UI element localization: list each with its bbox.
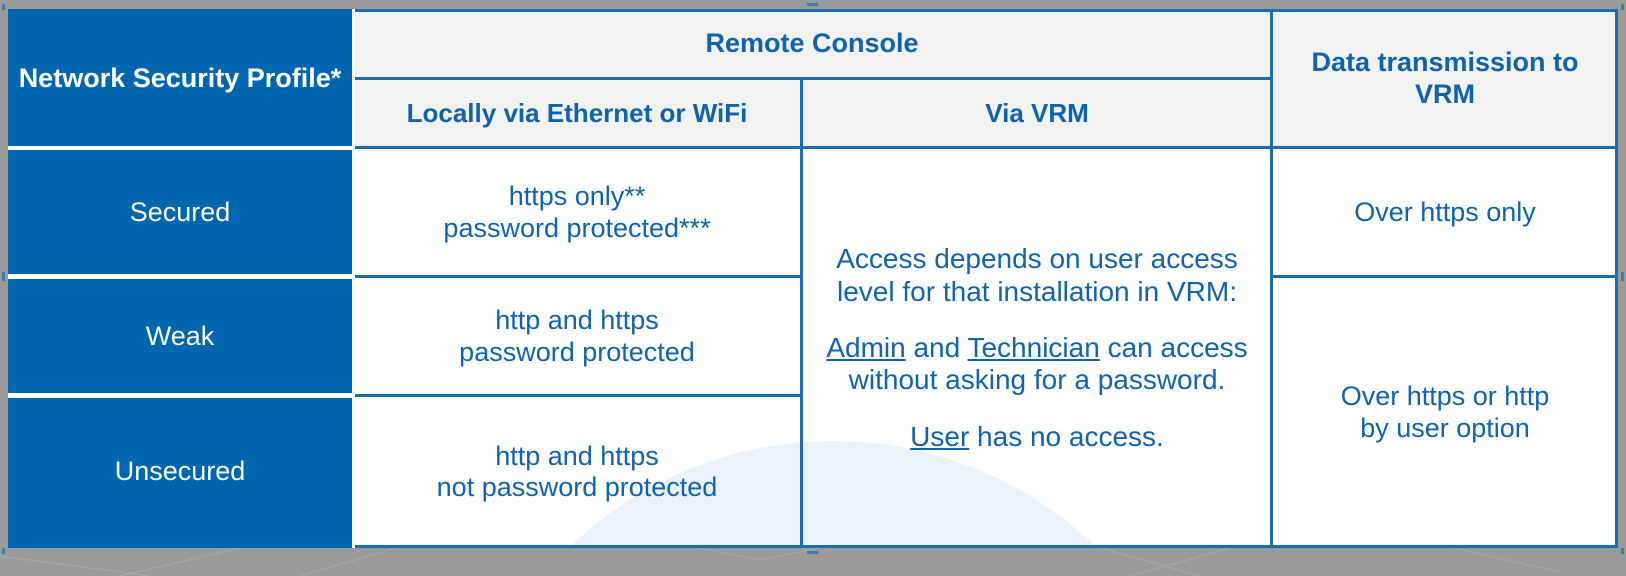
vrm-link-technician: Technician [967, 331, 1100, 363]
vrm-paragraph-2-tail: can access without asking for a password… [848, 331, 1248, 396]
cell-via-vrm-text: Access depends on user access level for … [802, 243, 1272, 453]
network-security-profile-table: Network Security Profile* Remote Console… [8, 9, 1618, 548]
row-label-unsecured-text: Unsecured [114, 456, 246, 487]
table-canvas: Network Security Profile* Remote Console… [8, 9, 1618, 548]
cell-secured-transmission: Over https only [1272, 148, 1618, 277]
selection-handle-bottom-right[interactable] [1621, 548, 1624, 554]
header-remote-console-label: Remote Console [705, 28, 919, 59]
selection-handle-top-left[interactable] [2, 4, 5, 10]
cell-unsecured-local-line2: not password protected [436, 472, 718, 502]
row-label-unsecured: Unsecured [8, 396, 352, 548]
row-label-weak: Weak [8, 277, 352, 396]
vrm-link-admin: Admin [826, 331, 906, 363]
header-via-vrm: Via VRM [802, 79, 1272, 148]
cell-secured-local-text: https only** password protected*** [352, 181, 802, 244]
header-data-transmission-to-vrm: Data transmission to VRM [1272, 9, 1618, 148]
header-data-transmission-to-vrm-label: Data transmission to VRM [1311, 47, 1579, 109]
header-remote-console: Remote Console [352, 9, 1272, 79]
row-label-secured: Secured [8, 148, 352, 277]
vrm-spacer-1 [812, 308, 1262, 332]
vrm-paragraph-3: User has no access. [910, 421, 1164, 452]
cell-transmission-merged-line1: Over https or http [1340, 381, 1550, 412]
vrm-spacer-2 [812, 397, 1262, 421]
vrm-paragraph-2: Admin and Technician can access without … [826, 332, 1247, 395]
cell-weak-local-line1: http and https [495, 305, 659, 336]
row-label-secured-text: Secured [129, 196, 231, 227]
cell-secured-local-line1: https only** [508, 181, 646, 212]
header-via-vrm-label: Via VRM [985, 98, 1089, 129]
cell-transmission-merged-text: Over https or http by user option [1272, 381, 1618, 444]
vrm-paragraph-2-mid: and [905, 331, 968, 363]
vrm-paragraph-3-tail: has no access. [969, 420, 1164, 452]
cell-unsecured-local-text: http and https not password protected [352, 441, 802, 504]
selection-handle-top-right[interactable] [1621, 4, 1624, 10]
selection-handle-top[interactable] [807, 3, 818, 6]
row-label-weak-text: Weak [145, 320, 215, 351]
cell-unsecured-local-line1: http and https [495, 440, 659, 471]
vrm-paragraph-1: Access depends on user access level for … [836, 243, 1238, 307]
cell-weak-local-line2: password protected [459, 336, 695, 367]
cell-transmission-merged-line2: by user option [1360, 412, 1530, 443]
cell-unsecured-local: http and https not password protected [352, 396, 802, 548]
vrm-link-user: User [910, 420, 970, 452]
cell-transmission-merged: Over https or http by user option [1272, 277, 1618, 548]
cell-secured-local: https only** password protected*** [352, 148, 802, 277]
header-network-security-profile: Network Security Profile* [8, 9, 352, 148]
header-network-security-profile-label: Network Security Profile* [18, 62, 342, 93]
selection-handle-left[interactable] [2, 272, 5, 281]
cell-via-vrm-merged: Access depends on user access level for … [802, 148, 1272, 548]
selection-handle-bottom-left[interactable] [2, 548, 5, 554]
header-locally-via-ethernet-or-wifi: Locally via Ethernet or WiFi [352, 79, 802, 148]
selection-handle-right[interactable] [1621, 272, 1624, 281]
selection-handle-bottom[interactable] [807, 551, 818, 554]
cell-secured-local-line2: password protected*** [443, 212, 711, 243]
cell-weak-local: http and https password protected [352, 277, 802, 396]
cell-weak-local-text: http and https password protected [352, 305, 802, 368]
header-locally-via-ethernet-or-wifi-label: Locally via Ethernet or WiFi [406, 98, 748, 129]
cell-secured-transmission-text: Over https only [1354, 196, 1536, 227]
